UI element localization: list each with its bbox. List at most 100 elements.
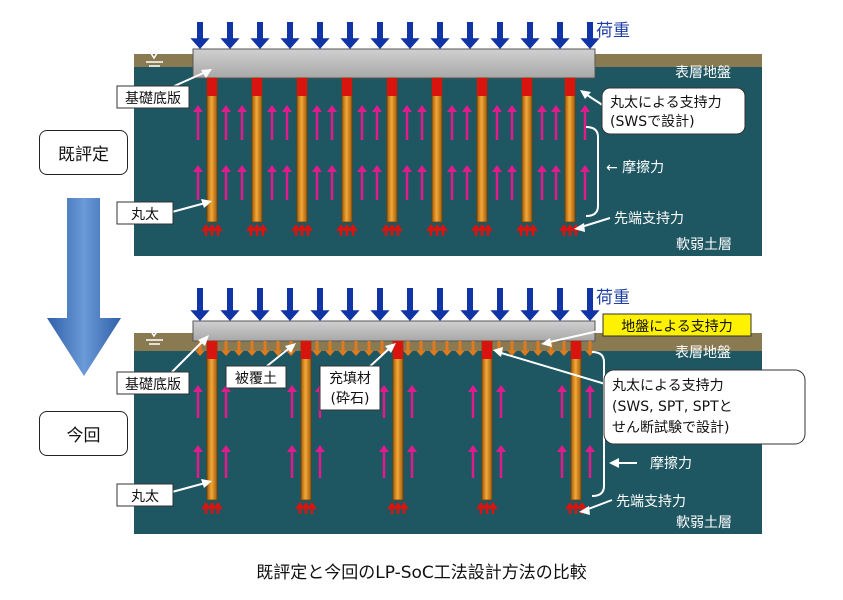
- friction-arrow: [537, 165, 547, 200]
- top-slab-label: 基礎底版: [125, 90, 181, 107]
- friction-arrow: [580, 165, 590, 200]
- bottom-load-arrows: [190, 288, 600, 321]
- bottom-log-bearing-label-2: (SWS, SPT, SPTと: [612, 399, 733, 415]
- friction-arrow: [221, 165, 231, 200]
- friction-arrow: [357, 165, 367, 200]
- top-soft-layer-label: 軟弱土層: [676, 237, 732, 253]
- friction-arrow: [492, 105, 502, 140]
- load-arrow: [430, 288, 450, 321]
- friction-arrow: [447, 105, 457, 140]
- log-pile: [246, 77, 268, 236]
- tip-bearing-arrow: [307, 502, 317, 514]
- friction-arrow: [193, 165, 203, 200]
- tip-bearing-arrow: [303, 224, 313, 236]
- bottom-surface-layer-label: 表層地盤: [675, 345, 731, 361]
- top-panel: 荷重 表層地盤 基礎底版 丸太による支持力 (SWSで設計) ← 摩擦力 丸太 …: [116, 21, 762, 256]
- top-log-bearing-label-2: (SWSで設計): [610, 114, 695, 130]
- top-friction-label: ← 摩擦力: [606, 159, 664, 176]
- ground-bearing-arrow: [351, 341, 361, 356]
- load-arrow: [190, 22, 210, 49]
- friction-arrow: [312, 165, 322, 200]
- ground-bearing-arrow: [533, 341, 543, 356]
- load-arrow: [340, 22, 360, 49]
- load-arrow: [310, 22, 330, 49]
- top-logs: [201, 77, 581, 236]
- bottom-bearing-pointer: [497, 351, 613, 387]
- log-pile: [565, 340, 587, 514]
- ground-bearing-arrow: [364, 341, 374, 356]
- ground-bearing-arrow: [273, 341, 283, 356]
- bottom-ground-pointer: [544, 329, 604, 344]
- friction-arrow: [462, 105, 472, 140]
- friction-arrow: [287, 445, 297, 478]
- bottom-foundation-slab: [192, 320, 596, 342]
- friction-arrow: [507, 105, 517, 140]
- friction-arrow: [357, 105, 367, 140]
- bottom-log-bearing-label-1: 丸太による支持力: [612, 378, 724, 394]
- bottom-log-bearing-label-3: せん断試験で設計): [612, 420, 729, 436]
- friction-arrow: [282, 165, 292, 200]
- top-surface-layer-label: 表層地盤: [675, 65, 731, 81]
- top-foundation-slab: [192, 48, 596, 79]
- load-arrow: [400, 22, 420, 49]
- load-arrow: [220, 22, 240, 49]
- friction-arrow: [372, 105, 382, 140]
- log-pile: [295, 340, 317, 514]
- tip-bearing-arrow: [488, 502, 498, 514]
- friction-arrow: [580, 105, 590, 140]
- ground-bearing-arrow: [247, 341, 257, 356]
- log-pile: [291, 77, 313, 236]
- top-log-bearing-label-1: 丸太による支持力: [610, 95, 722, 111]
- bottom-logs: [201, 340, 587, 514]
- load-arrow: [490, 22, 510, 49]
- ground-bearing-arrow: [338, 341, 348, 356]
- load-arrow: [400, 288, 420, 321]
- friction-arrow: [287, 385, 297, 418]
- tip-bearing-arrow: [528, 224, 538, 236]
- log-pile: [426, 77, 448, 236]
- friction-arrow: [193, 445, 203, 478]
- load-arrow: [310, 288, 330, 321]
- friction-arrow: [447, 165, 457, 200]
- friction-arrow: [402, 105, 412, 140]
- top-load-arrows: [190, 22, 600, 49]
- top-tip-bearing-label: 先端支持力: [614, 211, 684, 227]
- bottom-load-label: 荷重: [596, 288, 630, 308]
- bottom-log-label: 丸太: [131, 489, 159, 505]
- tip-bearing-arrow: [213, 224, 223, 236]
- bottom-slab-pointer: [171, 337, 207, 373]
- ground-bearing-arrow: [260, 341, 270, 356]
- log-pile: [476, 340, 498, 514]
- friction-arrow: [496, 385, 506, 418]
- bottom-water-level-icon: [145, 324, 163, 345]
- bottom-cover-soil-label: 被覆土: [235, 371, 277, 387]
- load-arrow: [490, 288, 510, 321]
- load-arrow: [340, 288, 360, 321]
- bottom-ground-bearing-label: 地盤による支持力: [621, 319, 733, 335]
- ground-bearing-arrow: [416, 341, 426, 356]
- log-pile: [336, 77, 358, 236]
- load-arrow: [220, 288, 240, 321]
- tip-bearing-arrow: [438, 224, 448, 236]
- bottom-slab-label: 基礎底版: [125, 376, 181, 393]
- friction-arrow: [537, 105, 547, 140]
- friction-arrow: [507, 165, 517, 200]
- load-arrow: [250, 22, 270, 49]
- load-arrow: [280, 288, 300, 321]
- friction-arrow: [193, 385, 203, 418]
- top-log-label: 丸太: [131, 207, 159, 223]
- friction-arrow: [379, 445, 389, 478]
- friction-arrow: [468, 445, 478, 478]
- ground-bearing-arrow: [195, 341, 205, 356]
- friction-arrow: [379, 385, 389, 418]
- load-arrow: [280, 22, 300, 49]
- log-pile: [559, 77, 581, 236]
- tip-bearing-arrow: [348, 224, 358, 236]
- load-arrow: [250, 288, 270, 321]
- bottom-filler-label-1: 充填材: [329, 371, 371, 387]
- ground-bearing-arrow: [429, 341, 439, 356]
- friction-arrow: [402, 165, 412, 200]
- load-arrow: [460, 288, 480, 321]
- ground-bearing-arrow: [221, 341, 231, 356]
